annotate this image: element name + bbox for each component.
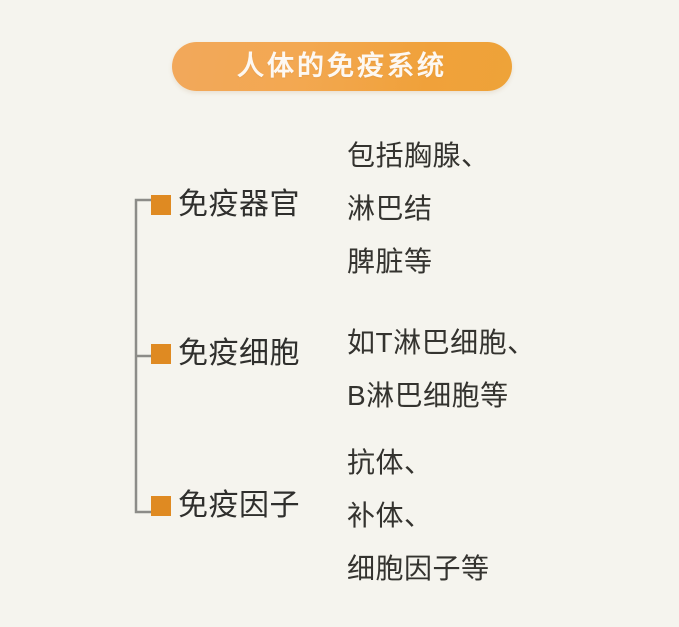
detail-line: 如T淋巴细胞、 xyxy=(347,327,536,358)
branch-head: 免疫细胞 xyxy=(151,339,335,369)
title-banner: 人体的免疫系统 xyxy=(172,42,512,91)
branch-detail-immune-cells: 如T淋巴细胞、 B淋巴细胞等 xyxy=(347,316,536,422)
detail-line: 脾脏等 xyxy=(347,246,433,277)
branch-row-immune-factors: 免疫因子 xyxy=(151,491,335,521)
orange-square-bullet-icon xyxy=(151,496,171,516)
branch-head: 免疫器官 xyxy=(151,190,335,220)
page-title: 人体的免疫系统 xyxy=(237,51,447,81)
branch-label: 免疫因子 xyxy=(178,489,300,522)
detail-line: 补体、 xyxy=(347,500,433,531)
detail-line: 抗体、 xyxy=(347,447,433,478)
branch-detail-immune-organs: 包括胸腺、 淋巴结 脾脏等 xyxy=(347,129,490,288)
detail-line: 细胞因子等 xyxy=(347,553,490,584)
branch-detail-immune-factors: 抗体、 补体、 细胞因子等 xyxy=(347,436,490,595)
detail-line: 淋巴结 xyxy=(347,193,433,224)
branch-row-immune-cells: 免疫细胞 xyxy=(151,339,335,369)
branch-label: 免疫器官 xyxy=(178,188,300,221)
branch-label: 免疫细胞 xyxy=(178,337,300,370)
branch-row-immune-organs: 免疫器官 xyxy=(151,190,335,220)
orange-square-bullet-icon xyxy=(151,344,171,364)
detail-line: B淋巴细胞等 xyxy=(347,380,509,411)
orange-square-bullet-icon xyxy=(151,195,171,215)
detail-line: 包括胸腺、 xyxy=(347,140,490,171)
branch-head: 免疫因子 xyxy=(151,491,335,521)
